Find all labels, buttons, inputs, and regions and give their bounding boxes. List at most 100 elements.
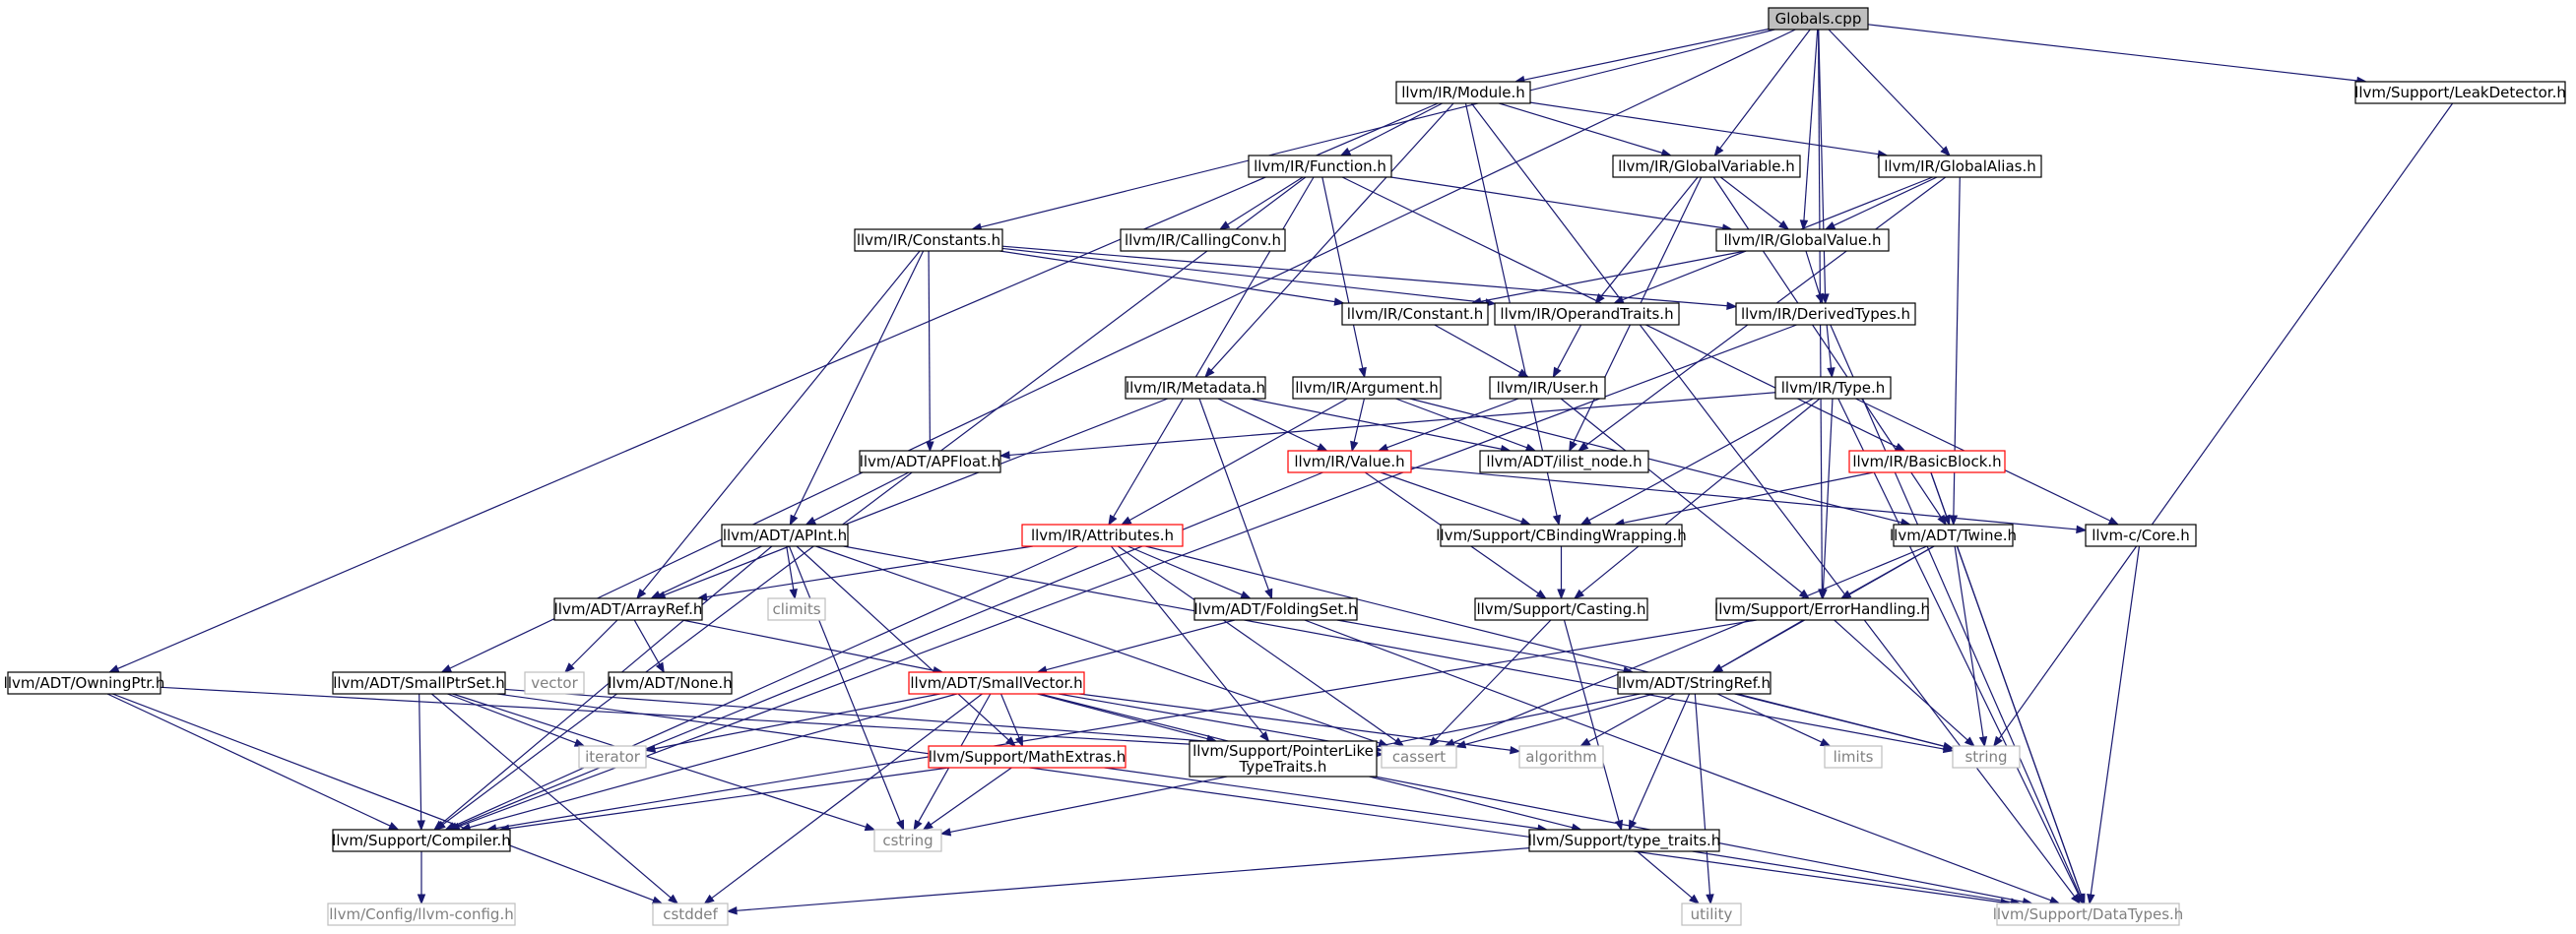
node-metadata[interactable]: llvm/IR/Metadata.h (1125, 376, 1266, 400)
node-box (928, 745, 1127, 769)
node-box (1341, 302, 1489, 326)
node-box (721, 524, 849, 547)
node-box (1193, 597, 1358, 621)
node-label: llvm/IR/Type.h (1781, 379, 1886, 397)
node-constants[interactable]: llvm/IR/Constants.h (854, 228, 1003, 252)
edge-constants-to-apint (793, 250, 925, 518)
node-arrayref[interactable]: llvm/ADT/ArrayRef.h (553, 597, 703, 621)
node-box (1848, 450, 2006, 473)
node-module[interactable]: llvm/IR/Module.h (1395, 81, 1531, 104)
node-compiler[interactable]: llvm/Support/Compiler.h (332, 829, 511, 852)
node-box (1878, 155, 2042, 178)
node-cbinding[interactable]: llvm/Support/CBindingWrapping.h (1436, 524, 1687, 547)
node-basicblock[interactable]: llvm/IR/BasicBlock.h (1848, 450, 2006, 473)
edge-smallvector-to-iterator (654, 693, 940, 750)
node-leakdetector[interactable]: llvm/Support/LeakDetector.h (2354, 81, 2566, 104)
node-string[interactable]: string (1952, 745, 2021, 769)
node-box (1479, 450, 1649, 473)
node-foldingset[interactable]: llvm/ADT/FoldingSet.h (1193, 597, 1358, 621)
node-box (1715, 597, 1929, 621)
node-datatypes[interactable]: llvm/Support/DataTypes.h (1993, 903, 2184, 926)
node-vector[interactable]: vector (524, 671, 585, 695)
node-box (1395, 81, 1531, 104)
arrowhead-module-to-metadata (1204, 367, 1215, 379)
arrowhead-twine-to-string (1978, 735, 1988, 748)
edge-foldingset-to-datatypes (1304, 619, 2052, 902)
edge-owningptr-to-cstddef (112, 693, 654, 902)
edge-smallptrset-to-cstddef (431, 693, 672, 899)
node-label: llvm/ADT/ilist_node.h (1486, 453, 1642, 471)
edge-leakdetector-to-string (1998, 102, 2454, 740)
node-globals[interactable]: Globals.cpp (1768, 7, 1869, 31)
arrowhead-apfloat-to-apint (805, 516, 817, 526)
arrowhead-operandtraits-to-user (1552, 366, 1562, 379)
node-attributes[interactable]: llvm/IR/Attributes.h (1021, 524, 1184, 547)
node-core[interactable]: llvm-c/Core.h (2085, 524, 2197, 547)
node-casting[interactable]: llvm/Support/Casting.h (1474, 597, 1648, 621)
arrowhead-leakdetector-to-string (1993, 735, 2003, 748)
node-label: llvm/IR/CallingConv.h (1125, 231, 1281, 249)
node-cassert[interactable]: cassert (1381, 745, 1457, 769)
node-apint[interactable]: llvm/ADT/APInt.h (721, 524, 849, 547)
node-constant[interactable]: llvm/IR/Constant.h (1341, 302, 1489, 326)
node-iterator[interactable]: iterator (578, 745, 647, 769)
node-globalalias[interactable]: llvm/IR/GlobalAlias.h (1878, 155, 2042, 178)
edge-globals-to-globalvalue (1803, 29, 1819, 221)
node-box (652, 903, 729, 926)
node-llvmconfig[interactable]: llvm/Config/llvm-config.h (327, 903, 516, 926)
node-label: limits (1834, 748, 1874, 766)
arrowhead-globals-to-smallptrset (440, 664, 453, 673)
node-cstring[interactable]: cstring (873, 829, 942, 852)
arrowhead-cbinding-to-casting (1557, 589, 1566, 600)
node-stringref[interactable]: llvm/ADT/StringRef.h (1617, 671, 1771, 695)
node-argument[interactable]: llvm/IR/Argument.h (1292, 376, 1442, 400)
node-cstddef[interactable]: cstddef (652, 903, 729, 926)
node-smallptrset[interactable]: llvm/ADT/SmallPtrSet.h (332, 671, 506, 695)
node-listnode[interactable]: llvm/ADT/ilist_node.h (1479, 450, 1649, 473)
edge-errorhandling-to-stringref (1720, 619, 1804, 669)
node-box (332, 829, 511, 852)
node-errorhandling[interactable]: llvm/Support/ErrorHandling.h (1714, 597, 1930, 621)
node-type[interactable]: llvm/IR/Type.h (1774, 376, 1892, 400)
node-value[interactable]: llvm/IR/Value.h (1287, 450, 1412, 473)
edge-apint-to-string (843, 545, 1945, 750)
edge-mathextras-to-compiler (508, 767, 949, 830)
edge-stringref-to-cassert (1464, 693, 1654, 746)
node-callingconv[interactable]: llvm/IR/CallingConv.h (1120, 228, 1286, 252)
arrowhead-function-to-callingconv (1218, 220, 1231, 230)
node-derivedtypes[interactable]: llvm/IR/DerivedTypes.h (1735, 302, 1916, 326)
node-label: llvm/Support/DataTypes.h (1993, 905, 2184, 923)
edge-constants-to-constant (999, 250, 1335, 303)
node-label: cstddef (663, 905, 718, 923)
node-mathextras[interactable]: llvm/Support/MathExtras.h (928, 745, 1127, 769)
node-owningptr[interactable]: llvm/ADT/OwningPtr.h (4, 671, 165, 695)
node-user[interactable]: llvm/IR/User.h (1489, 376, 1606, 400)
edge-globals-to-globalalias (1828, 29, 1945, 150)
node-operandtraits[interactable]: llvm/IR/OperandTraits.h (1494, 302, 1680, 326)
arrowhead-module-to-cbinding (1552, 514, 1562, 527)
edge-operandtraits-to-user (1557, 324, 1582, 370)
node-climits[interactable]: climits (767, 597, 826, 621)
arrowhead-casting-to-cassert (1428, 736, 1440, 747)
edges-layer (106, 24, 2454, 915)
node-label: climits (772, 600, 820, 618)
node-box (1617, 671, 1771, 695)
node-globalvariable[interactable]: llvm/IR/GlobalVariable.h (1612, 155, 1801, 178)
node-typetraits[interactable]: llvm/Support/type_traits.h (1528, 829, 1721, 852)
edge-apint-to-cstring (788, 545, 901, 822)
edge-module-to-function (1348, 102, 1443, 153)
node-twine[interactable]: llvm/ADT/Twine.h (1890, 524, 2017, 547)
node-box (1774, 376, 1892, 400)
node-globalvalue[interactable]: llvm/IR/GlobalValue.h (1715, 228, 1890, 252)
node-apfloat[interactable]: llvm/ADT/APFloat.h (859, 450, 1001, 473)
edge-argument-to-value (1353, 398, 1366, 443)
node-limits[interactable]: limits (1824, 745, 1883, 769)
node-utility[interactable]: utility (1681, 903, 1742, 926)
node-none[interactable]: llvm/ADT/None.h (608, 671, 733, 695)
node-label: llvm/Support/type_traits.h (1528, 832, 1721, 850)
node-function[interactable]: llvm/IR/Function.h (1248, 155, 1392, 178)
node-algorithm[interactable]: algorithm (1518, 745, 1604, 769)
node-smallvector[interactable]: llvm/ADT/SmallVector.h (908, 671, 1085, 695)
edge-globals-to-smallptrset (449, 29, 1796, 669)
